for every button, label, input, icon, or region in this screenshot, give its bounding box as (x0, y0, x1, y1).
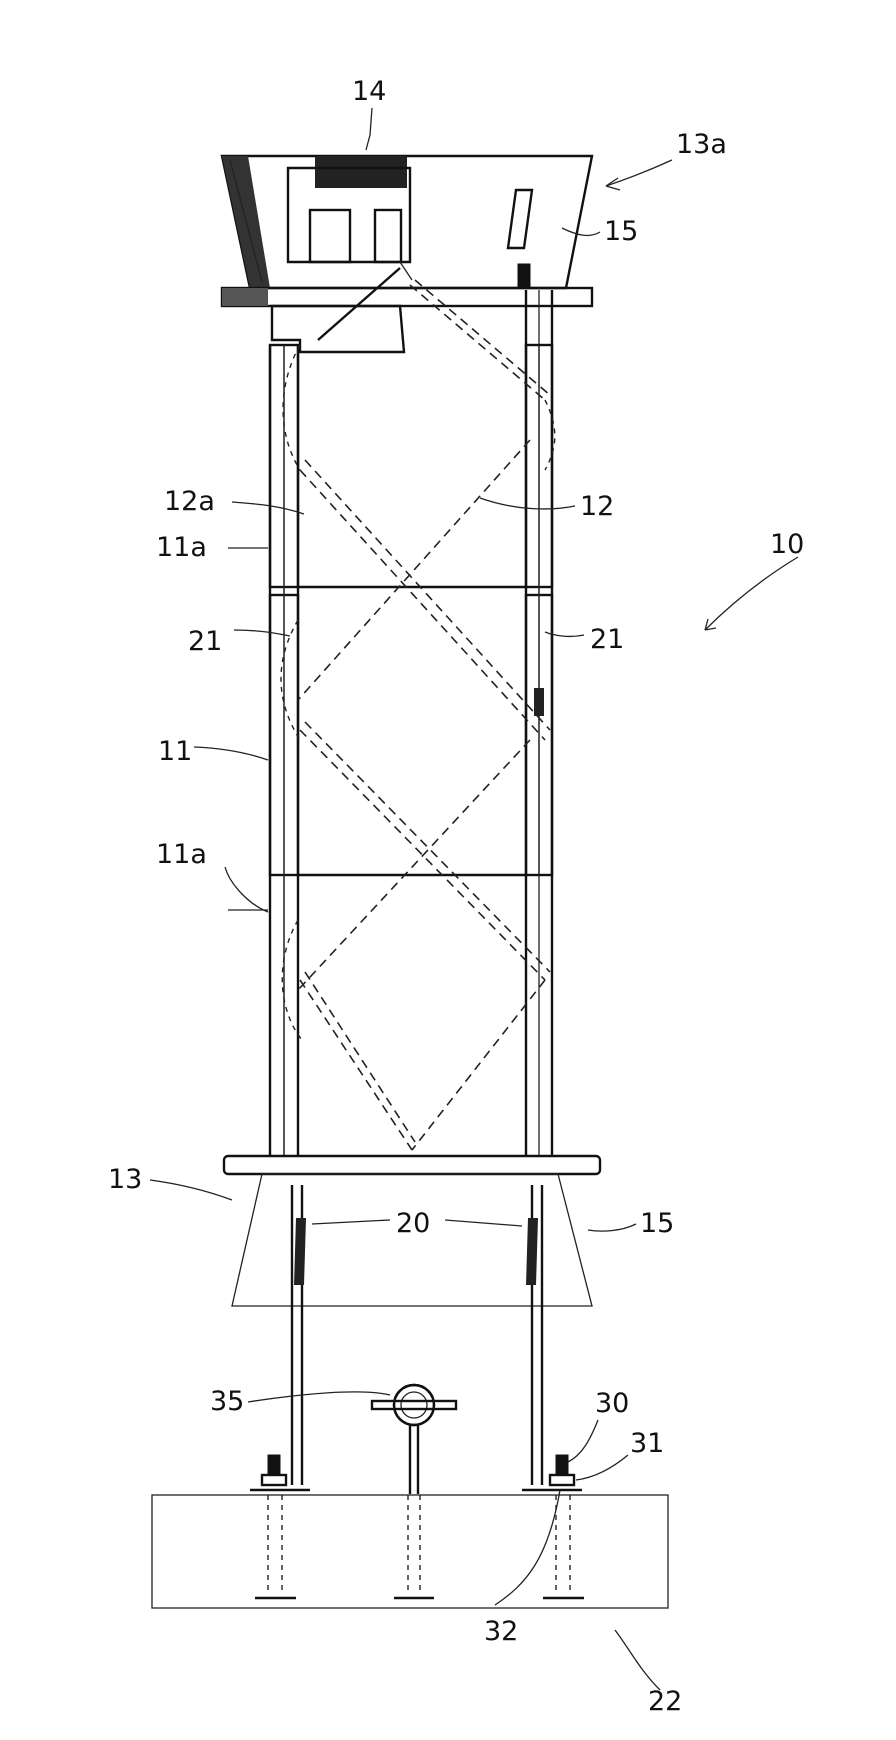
top-head-assembly (220, 154, 594, 354)
label-30: 30 (595, 1388, 629, 1419)
mast (268, 290, 554, 1155)
label-21-right: 21 (590, 624, 624, 655)
label-14: 14 (352, 76, 386, 107)
label-20: 20 (396, 1208, 430, 1239)
label-15-top: 15 (604, 216, 638, 247)
label-12a: 12a (164, 486, 215, 517)
lower-block (270, 304, 406, 354)
label-11: 11 (158, 736, 192, 767)
bolt-right (555, 1454, 569, 1476)
head-block-14 (315, 156, 407, 188)
label-13a: 13a (676, 129, 727, 160)
leader-lines (149, 107, 799, 1691)
dashed-cable-12 (280, 279, 556, 1151)
top-plate-hatch (222, 288, 268, 306)
label-11a-top: 11a (156, 532, 207, 563)
label-21-left: 21 (188, 626, 222, 657)
label-31: 31 (630, 1428, 664, 1459)
window-right (373, 208, 403, 264)
right-clamp (534, 688, 544, 716)
top-bolt (517, 263, 531, 289)
label-22: 22 (648, 1686, 682, 1717)
inner-housing (286, 166, 412, 264)
label-10: 10 (770, 529, 804, 560)
label-15-bottom: 15 (640, 1208, 674, 1239)
pipe-clamp-35 (370, 1383, 458, 1494)
label-12: 12 (580, 491, 614, 522)
label-35: 35 (210, 1386, 244, 1417)
bolt-left (267, 1454, 281, 1476)
reference-labels: 14 13a 15 12a 12 10 11a 21 21 11 11a 13 … (108, 76, 804, 1717)
cover-slot (506, 188, 534, 250)
foundation (151, 1494, 669, 1609)
anchor-bolts (250, 1454, 582, 1492)
foundation-block-22 (151, 1494, 669, 1609)
window-left (308, 208, 352, 264)
bottom-cover (231, 1173, 593, 1307)
wedge-right (526, 1218, 538, 1285)
label-13: 13 (108, 1164, 142, 1195)
lower-head-assembly (222, 1154, 602, 1485)
label-32: 32 (484, 1616, 518, 1647)
label-11a-bottom: 11a (156, 839, 207, 870)
wedge-left (294, 1218, 306, 1285)
top-plate (220, 286, 594, 308)
bottom-plate (222, 1154, 602, 1176)
